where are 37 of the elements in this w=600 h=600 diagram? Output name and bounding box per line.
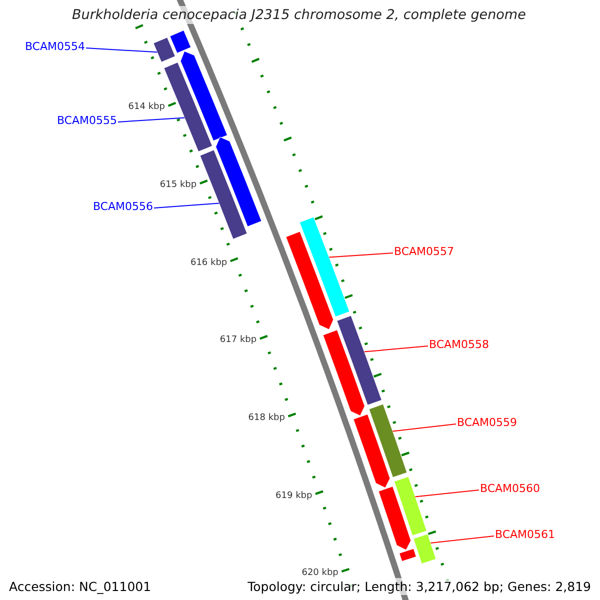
gene-block xyxy=(353,414,390,488)
gene-block xyxy=(299,216,350,318)
scale-label: 616 kbp xyxy=(190,258,228,269)
gene-label: BCAM0555 xyxy=(56,114,117,127)
gene-block xyxy=(322,330,365,416)
gene-label: BCAM0556 xyxy=(92,200,153,213)
leader-line xyxy=(118,117,186,122)
gene-block xyxy=(286,231,334,330)
gene-block xyxy=(180,50,228,142)
gene-block xyxy=(378,486,412,550)
scale-label: 620 kbp xyxy=(302,568,338,580)
leader-line xyxy=(430,536,494,544)
gene-block xyxy=(200,150,248,240)
gene-block xyxy=(164,62,213,152)
gene-label: BCAM0560 xyxy=(480,482,540,495)
leader-line xyxy=(414,490,480,498)
gene-label: BCAM0557 xyxy=(394,245,454,258)
gene-block xyxy=(153,37,176,62)
gene-block xyxy=(399,548,416,562)
leader-line xyxy=(392,424,456,432)
gene-block xyxy=(336,315,382,406)
scale-label: 617 kbp xyxy=(220,335,257,346)
gene-label: BCAM0558 xyxy=(429,338,490,351)
gene-label: BCAM0559 xyxy=(457,416,518,429)
leader-line xyxy=(364,346,428,352)
scale-label: 619 kbp xyxy=(276,490,312,502)
scale-label: 614 kbp xyxy=(128,102,165,114)
gene-block xyxy=(413,534,436,564)
gene-block xyxy=(170,30,192,54)
gene-block xyxy=(216,136,262,227)
gene-block xyxy=(368,404,408,478)
gene-label: BCAM0554 xyxy=(24,40,85,53)
gene-label: BCAM0561 xyxy=(495,528,556,541)
scale-label: 615 kbp xyxy=(160,180,197,192)
scale-label: 618 kbp xyxy=(248,412,285,424)
gene-block xyxy=(394,476,427,536)
leader-line xyxy=(154,202,220,208)
